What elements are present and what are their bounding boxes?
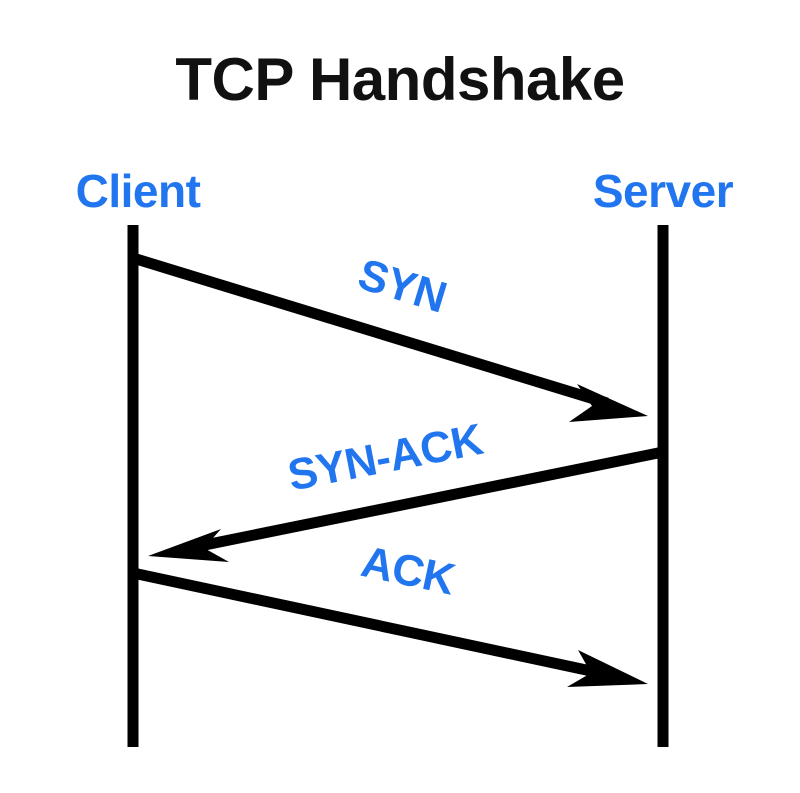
message-label-syn: SYN	[353, 250, 452, 323]
message-label-ack: ACK	[357, 537, 460, 605]
message-line-syn-ack	[188, 446, 665, 554]
actor-label-server: Server	[593, 165, 734, 217]
arrowhead-syn	[569, 384, 648, 422]
page-title: TCP Handshake	[175, 46, 624, 113]
message-line-syn	[131, 252, 609, 409]
arrowhead-syn-ack	[148, 529, 229, 562]
message-label-syn-ack: SYN-ACK	[284, 415, 487, 501]
actor-label-client: Client	[76, 165, 201, 217]
arrowhead-ack	[567, 650, 648, 687]
message-syn: SYN	[131, 250, 648, 422]
message-syn-ack: SYN-ACK	[148, 415, 665, 562]
message-line-ack	[131, 567, 607, 680]
